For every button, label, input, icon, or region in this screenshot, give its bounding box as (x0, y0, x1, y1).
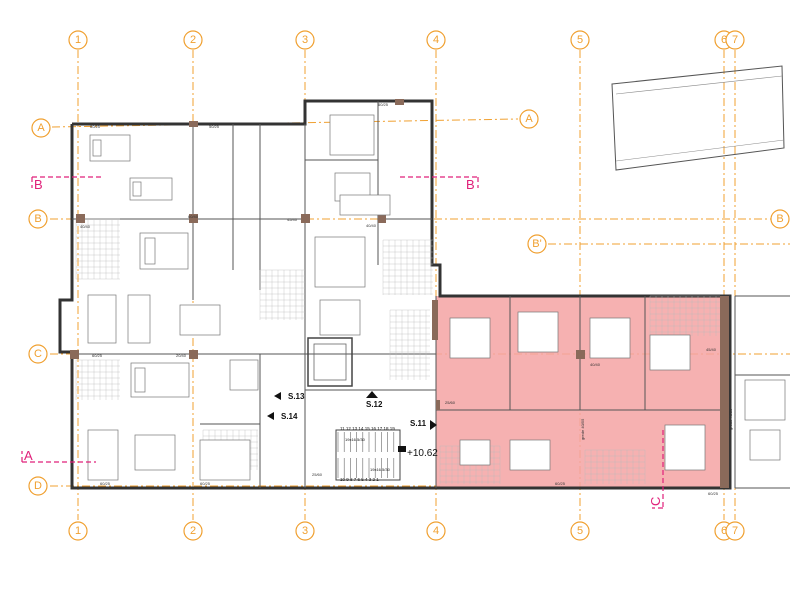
axis-label-5-top: 5 (577, 34, 583, 46)
tag-11: 40/40 (590, 362, 601, 367)
tag-7: 40/40 (366, 223, 377, 228)
elevation-label: +10.62 (407, 448, 438, 459)
axis-label-5-bottom: 5 (577, 525, 583, 537)
axis-label-D-left: D (34, 480, 42, 492)
tag-4: 60/40 (188, 214, 199, 219)
structural-columns (70, 99, 729, 488)
axis-label-3-top: 3 (302, 34, 308, 46)
tag-9: 25/60 (445, 400, 456, 405)
axis-label-4-bottom: 4 (433, 525, 439, 537)
section-lines: B B A C (21, 176, 664, 509)
tag-2: 50/25 (209, 124, 220, 129)
tag-14: 60/25 (200, 481, 211, 486)
column-bubbles-top: 1 2 3 4 5 6 7 (68, 30, 745, 50)
building-walls (58, 99, 790, 490)
furniture (87, 114, 786, 481)
axis-label-B-prime: B' (532, 238, 541, 250)
stair-label-s11: S.11 (410, 419, 427, 428)
stair-labels: 11 12 13 14 15 16 17 18 19 10 9 8 7 6 5 … (267, 391, 438, 482)
axis-label-6-bottom: 6 (721, 525, 727, 537)
section-label-B-left: B (34, 177, 43, 192)
axis-label-B-right: B (776, 213, 783, 225)
axis-label-A-left: A (37, 122, 45, 134)
staircase (335, 429, 401, 481)
axis-label-4-top: 4 (433, 34, 439, 46)
stair-steps-bottom: 10 9 8 7 6 5 4 3 2 1 (340, 477, 379, 482)
axis-label-6-top: 6 (721, 34, 727, 46)
axis-label-C-left: C (34, 348, 42, 360)
column-bubbles-bottom: 1 2 3 4 5 6 7 (68, 521, 745, 541)
stair-steps-top: 11 12 13 14 15 16 17 18 19 (340, 426, 395, 431)
tiled-floors (75, 218, 720, 484)
tag-13: 60/25 (100, 481, 111, 486)
axis-label-A-right: A (525, 113, 533, 125)
axis-label-B-left: B (34, 213, 41, 225)
section-label-A: A (24, 448, 33, 463)
tag-10: 20/40 (176, 353, 187, 358)
section-label-C: C (648, 497, 663, 506)
axis-label-3-bottom: 3 (302, 525, 308, 537)
axis-label-1-top: 1 (75, 34, 81, 46)
stair-label-s12: S.12 (366, 400, 383, 409)
tag-15: 25/60 (312, 472, 323, 477)
tag-12: 45/40 (706, 347, 717, 352)
stair-label-s13: S.13 (288, 392, 305, 401)
tag-3: 60/25 (378, 102, 389, 107)
dimension-tags: 60/25 50/25 60/25 60/40 45/40 40/40 40/4… (80, 102, 733, 496)
row-bubbles: A A B B B' C D (28, 109, 790, 496)
tag-17: 60/25 (708, 491, 719, 496)
tag-16: 60/25 (555, 481, 566, 486)
tag-6: 40/40 (80, 224, 91, 229)
section-label-B-right: B (466, 177, 475, 192)
tag-8: 60/25 (92, 353, 103, 358)
stair-note-bottom: 19x16.5/30 (370, 467, 391, 472)
axis-label-7-bottom: 7 (732, 525, 738, 537)
axis-label-7-top: 7 (732, 34, 738, 46)
neighbour-building-outline (611, 65, 785, 171)
tag-5: 45/40 (287, 217, 298, 222)
tag-1: 60/25 (90, 124, 101, 129)
stair-label-s14: S.14 (281, 412, 298, 421)
axis-label-1-bottom: 1 (75, 525, 81, 537)
beam-label-1: grede 40/55 (580, 418, 585, 440)
beam-label-2: grede 40/25 (728, 408, 733, 430)
stair-note-top: 19x16.5/30 (345, 437, 366, 442)
axis-label-2-bottom: 2 (190, 525, 196, 537)
axis-label-2-top: 2 (190, 34, 196, 46)
